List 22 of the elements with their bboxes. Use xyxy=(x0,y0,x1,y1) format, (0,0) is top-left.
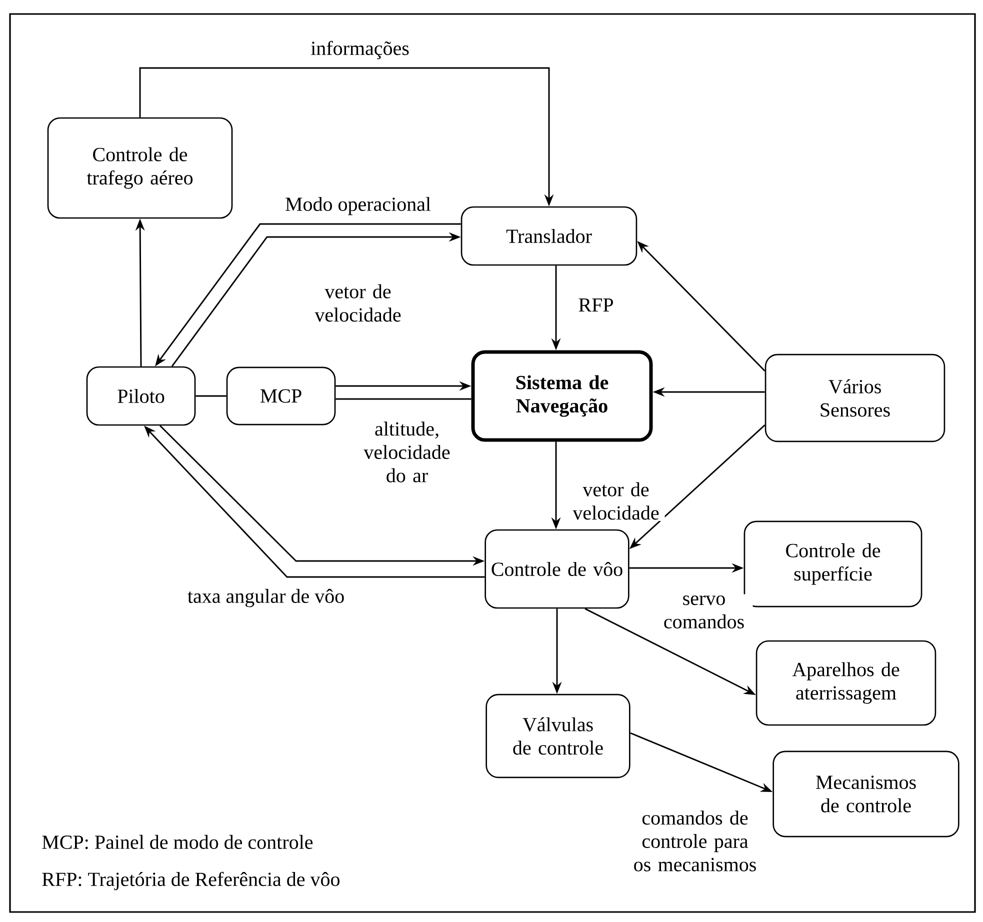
edge-label: RFP xyxy=(576,297,616,313)
process-box: MCP xyxy=(226,366,336,426)
edge-label: vetor de velocidade xyxy=(302,282,414,324)
system-box: Sistema de Navegação xyxy=(471,350,653,442)
process-box: Controle de trafego aéreo xyxy=(47,117,233,219)
edge-label: altitude, velocidade do ar xyxy=(353,420,461,484)
process-box: Controle de superfície xyxy=(744,520,922,608)
edge-label: Modo operacional xyxy=(284,196,432,216)
note: RFP: Trajetória de Referência de vôo xyxy=(42,872,340,890)
process-box: Mecanismos de controle xyxy=(772,750,960,838)
edge-label: comandos de controle para os mecanismos xyxy=(621,809,769,873)
edge-label: vetor de velocidade xyxy=(567,480,665,522)
edge-label: servo comandos xyxy=(655,594,753,630)
note: MCP: Painel de modo de controle xyxy=(42,834,313,850)
process-box: Aparelhos de aterrissagem xyxy=(756,640,936,726)
process-box: Controle de vôo xyxy=(484,529,630,609)
process-box: Vários Sensores xyxy=(764,354,946,442)
edge-label: informações xyxy=(309,40,411,60)
process-box: Translador xyxy=(460,206,638,266)
process-box: Piloto xyxy=(86,366,196,426)
process-box: Válvulas de controle xyxy=(486,694,630,778)
edge-label: taxa angular de vôo xyxy=(186,588,346,608)
